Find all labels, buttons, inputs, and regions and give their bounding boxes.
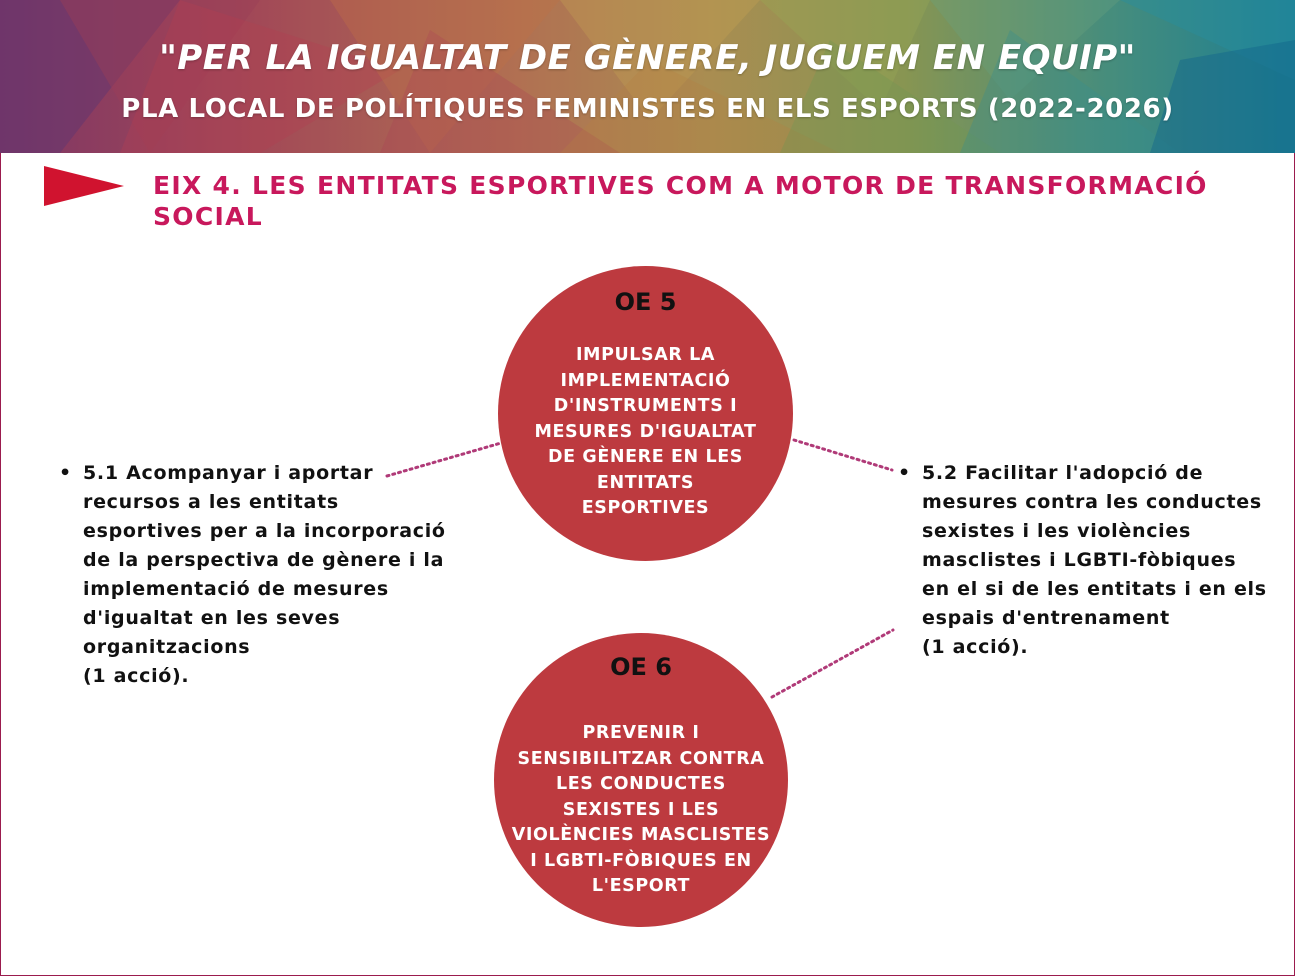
action-text-line: (1 acció). xyxy=(922,636,1029,658)
action-text-line: 5.1 Acompanyar i aportar xyxy=(83,462,374,484)
objective-text-line: LES CONDUCTES xyxy=(555,774,727,794)
objective-text-line: SEXISTES I LES xyxy=(562,799,720,820)
objective-text-line: VIOLÈNCIES MASCLISTES xyxy=(511,825,771,845)
objective-label: OE 5 xyxy=(614,288,677,316)
objective-text-line: ESPORTIVES xyxy=(581,498,710,518)
axis-title: EIX 4. LES ENTITATS ESPORTIVES COM A MOT… xyxy=(153,170,1233,232)
action-text-line: organitzacions xyxy=(83,636,251,658)
objective-text-line: IMPLEMENTACIÓ xyxy=(560,370,731,391)
objective-circle-oe6: OE 6 PREVENIR I SENSIBILITZAR CONTRA LES… xyxy=(494,633,788,927)
action-item-5-1: • 5.1 Acompanyar i aportar recursos a le… xyxy=(59,459,446,691)
action-text-line: espais d'entrenament xyxy=(922,607,1170,629)
connector-line-left xyxy=(385,441,503,478)
action-item-5-2: • 5.2 Facilitar l'adopció de mesures con… xyxy=(898,459,1267,662)
action-text-line: (1 acció). xyxy=(83,665,190,687)
objective-text-line: IMPULSAR LA xyxy=(575,345,716,365)
objective-text-line: L'ESPORT xyxy=(591,876,691,896)
bullet: • xyxy=(898,462,911,484)
red-pennant-icon xyxy=(44,166,124,206)
action-text-line: masclistes i LGBTI-fòbiques xyxy=(922,549,1237,571)
objective-text-line: PREVENIR I xyxy=(582,723,700,743)
action-text-line: esportives per a la incorporació xyxy=(83,520,446,542)
objective-text-line: SENSIBILITZAR CONTRA xyxy=(517,748,765,769)
action-text-line: recursos a les entitats xyxy=(83,491,339,513)
action-text-line: en el si de les entitats i en els xyxy=(922,578,1267,600)
objective-label: OE 6 xyxy=(610,653,672,681)
header-title: "PER LA IGUALTAT DE GÈNERE, JUGUEM EN EQ… xyxy=(159,38,1136,78)
objective-text-line: I LGBTI-FÒBIQUES EN xyxy=(530,850,752,871)
connector-line-oe6 xyxy=(770,628,895,699)
objective-text: PREVENIR I SENSIBILITZAR CONTRA LES COND… xyxy=(504,721,778,900)
header-background xyxy=(0,0,1295,153)
action-text-line: de la perspectiva de gènere i la xyxy=(83,549,445,571)
objective-text-line: ENTITATS xyxy=(596,472,695,493)
action-text-line: d'igualtat en les seves xyxy=(83,607,341,629)
axis-title-line: EIX 4. LES ENTITATS ESPORTIVES COM A MOT… xyxy=(153,171,1208,200)
axis-title-line: SOCIAL xyxy=(153,202,263,231)
objective-text: IMPULSAR LA IMPLEMENTACIÓ D'INSTRUMENTS … xyxy=(523,343,768,522)
connector-line-right xyxy=(792,438,894,472)
objective-text-line: MESURES D'IGUALTAT xyxy=(534,421,757,442)
header-banner: "PER LA IGUALTAT DE GÈNERE, JUGUEM EN EQ… xyxy=(0,0,1295,153)
header-subtitle: PLA LOCAL DE POLÍTIQUES FEMINISTES EN EL… xyxy=(121,94,1174,124)
action-text-line: mesures contra les conductes xyxy=(922,491,1262,513)
objective-circle-oe5: OE 5 IMPULSAR LA IMPLEMENTACIÓ D'INSTRUM… xyxy=(498,266,793,561)
bullet: • xyxy=(59,462,72,484)
action-text-line: implementació de mesures xyxy=(83,578,389,600)
objective-text-line: DE GÈNERE EN LES xyxy=(547,447,744,467)
action-text-line: sexistes i les violències xyxy=(922,520,1191,542)
objective-text-line: D'INSTRUMENTS I xyxy=(553,396,738,416)
action-text-line: 5.2 Facilitar l'adopció de xyxy=(922,462,1204,484)
